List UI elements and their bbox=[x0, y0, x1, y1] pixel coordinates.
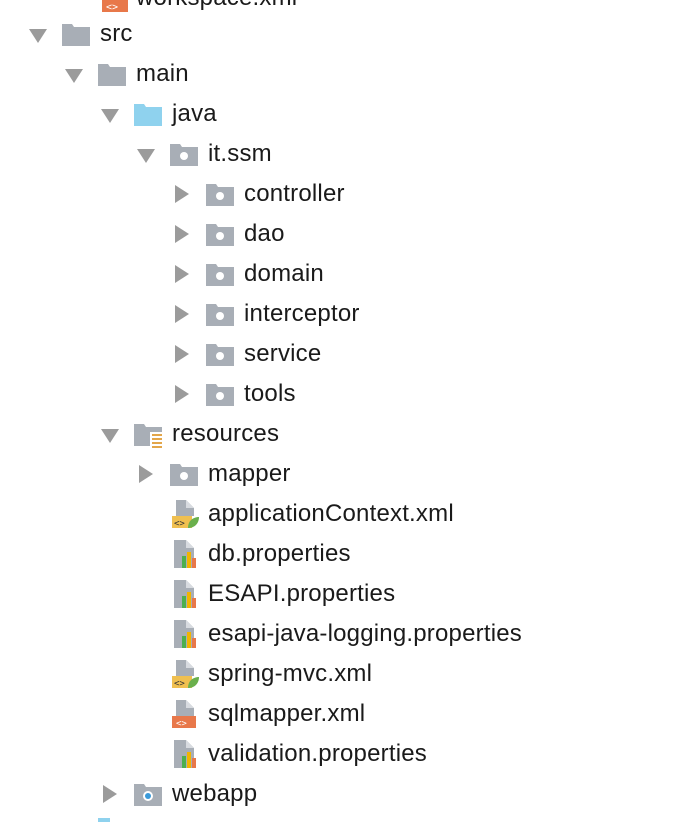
tree-row-validation-properties[interactable]: validation.properties bbox=[0, 734, 676, 774]
tree-row-main[interactable]: main bbox=[0, 54, 676, 94]
spring-xml-file-icon: <> bbox=[168, 654, 200, 694]
tree-row-domain[interactable]: domain bbox=[0, 254, 676, 294]
tree-row-applicationcontext-xml[interactable]: <> applicationContext.xml bbox=[0, 494, 676, 534]
tree-item-label: tools bbox=[244, 380, 296, 407]
chevron-down-icon[interactable] bbox=[98, 96, 122, 136]
tree-item-label: db.properties bbox=[208, 540, 351, 567]
svg-text:<>: <> bbox=[174, 519, 185, 529]
tree-item-label: sqlmapper.xml bbox=[208, 700, 366, 727]
tree-item-label: java bbox=[172, 100, 217, 127]
package-icon bbox=[204, 374, 236, 414]
chevron-down-icon[interactable] bbox=[134, 136, 158, 176]
tree-item-label: src bbox=[100, 20, 133, 47]
tree-row-webapp[interactable]: webapp bbox=[0, 774, 676, 814]
tree-item-label: service bbox=[244, 340, 322, 367]
chevron-right-icon[interactable] bbox=[170, 254, 194, 294]
tree-item-label: mapper bbox=[208, 460, 291, 487]
package-icon bbox=[204, 334, 236, 374]
chevron-down-icon[interactable] bbox=[98, 416, 122, 456]
tree-item-label: main bbox=[136, 60, 189, 87]
tree-item-label: applicationContext.xml bbox=[208, 500, 454, 527]
svg-text:<>: <> bbox=[174, 679, 185, 689]
tree-item-label: webapp bbox=[172, 780, 258, 807]
svg-text:<>: <> bbox=[176, 719, 187, 729]
tree-row-interceptor[interactable]: interceptor bbox=[0, 294, 676, 334]
resources-folder-icon bbox=[132, 414, 164, 454]
chevron-right-icon[interactable] bbox=[170, 334, 194, 374]
package-icon bbox=[168, 454, 200, 494]
properties-file-icon bbox=[168, 574, 200, 614]
partial-icon bbox=[98, 818, 110, 822]
chevron-down-icon[interactable] bbox=[62, 56, 86, 96]
folder-icon bbox=[96, 54, 128, 94]
package-icon bbox=[204, 214, 236, 254]
tree-item-label: workspace.xml bbox=[136, 0, 297, 18]
tree-item-label: esapi-java-logging.properties bbox=[208, 620, 522, 647]
chevron-down-icon[interactable] bbox=[26, 16, 50, 56]
tree-row-esapi-java-logging-properties[interactable]: esapi-java-logging.properties bbox=[0, 614, 676, 654]
tree-row-db-properties[interactable]: db.properties bbox=[0, 534, 676, 574]
folder-icon bbox=[60, 14, 92, 54]
spring-xml-file-icon: <> bbox=[168, 494, 200, 534]
tree-row[interactable]: <> workspace.xml bbox=[0, 0, 676, 18]
package-icon bbox=[168, 134, 200, 174]
chevron-right-icon[interactable] bbox=[134, 454, 158, 494]
package-icon bbox=[204, 174, 236, 214]
tree-row-service[interactable]: service bbox=[0, 334, 676, 374]
source-folder-icon bbox=[132, 94, 164, 134]
tree-row-java[interactable]: java bbox=[0, 94, 676, 134]
tree-row-esapi-properties[interactable]: ESAPI.properties bbox=[0, 574, 676, 614]
tree-row-controller[interactable]: controller bbox=[0, 174, 676, 214]
xml-file-icon: <> bbox=[168, 694, 200, 734]
tree-item-label: ESAPI.properties bbox=[208, 580, 396, 607]
tree-row-tools[interactable]: tools bbox=[0, 374, 676, 414]
chevron-right-icon[interactable] bbox=[170, 214, 194, 254]
properties-file-icon bbox=[168, 614, 200, 654]
tree-row-src[interactable]: src bbox=[0, 14, 676, 54]
chevron-right-icon[interactable] bbox=[170, 374, 194, 414]
tree-row-spring-mvc-xml[interactable]: <> spring-mvc.xml bbox=[0, 654, 676, 694]
tree-item-label: resources bbox=[172, 420, 280, 447]
tree-item-label: dao bbox=[244, 220, 285, 247]
tree-row-mapper[interactable]: mapper bbox=[0, 454, 676, 494]
xml-file-icon: <> bbox=[100, 0, 132, 18]
package-icon bbox=[204, 294, 236, 334]
properties-file-icon bbox=[168, 734, 200, 774]
tree-item-label: controller bbox=[244, 180, 345, 207]
tree-item-label: domain bbox=[244, 260, 324, 287]
svg-text:<>: <> bbox=[106, 2, 118, 13]
chevron-right-icon[interactable] bbox=[170, 294, 194, 334]
tree-item-label: spring-mvc.xml bbox=[208, 660, 373, 687]
chevron-right-icon[interactable] bbox=[98, 774, 122, 814]
tree-row-it-ssm[interactable]: it.ssm bbox=[0, 134, 676, 174]
tree-row-resources[interactable]: resources bbox=[0, 414, 676, 454]
web-folder-icon bbox=[132, 774, 164, 814]
tree-row-sqlmapper-xml[interactable]: <> sqlmapper.xml bbox=[0, 694, 676, 734]
properties-file-icon bbox=[168, 534, 200, 574]
chevron-right-icon[interactable] bbox=[170, 174, 194, 214]
package-icon bbox=[204, 254, 236, 294]
tree-row-dao[interactable]: dao bbox=[0, 214, 676, 254]
tree-item-label: it.ssm bbox=[208, 140, 272, 167]
tree-item-label: validation.properties bbox=[208, 740, 427, 767]
tree-item-label: interceptor bbox=[244, 300, 360, 327]
